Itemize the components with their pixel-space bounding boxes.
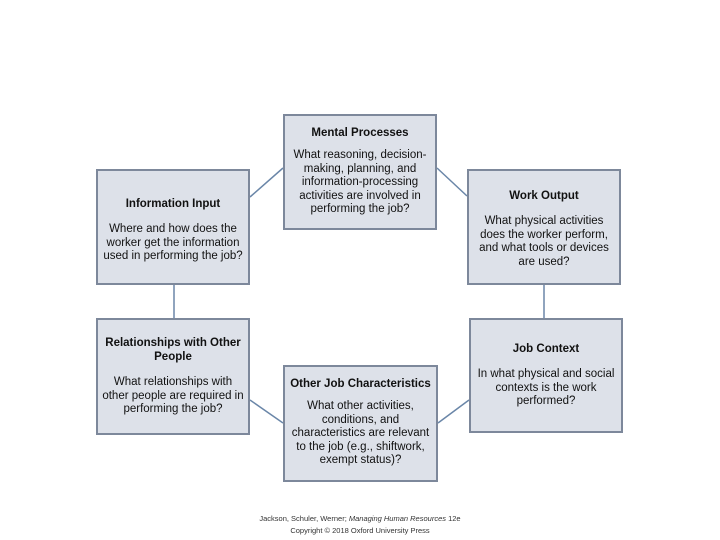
work-output-box: Work Output What physical activities doe… — [467, 169, 621, 285]
connector-info-mental — [249, 167, 284, 198]
mental-processes-text: What reasoning, decision-making, plannin… — [293, 149, 427, 215]
information-input-title: Information Input — [125, 198, 221, 210]
connector-relations-other — [249, 399, 284, 424]
citation-line: Jackson, Schuler, Werner; Managing Human… — [0, 514, 720, 524]
job-context-text: In what physical and social contexts is … — [477, 368, 615, 407]
information-input-text: Where and how does the worker get the in… — [103, 223, 243, 262]
relationships-text: What relationships with other people are… — [102, 376, 244, 415]
relationships-title: Relationships with Other People — [105, 337, 241, 363]
work-output-title: Work Output — [509, 190, 579, 202]
other-job-characteristics-box: Other Job Characteristics What other act… — [283, 365, 438, 482]
connector-other-context — [437, 399, 470, 424]
connector-mental-output — [436, 167, 468, 197]
citation-authors: Jackson, Schuler, Werner; — [259, 514, 349, 523]
copyright-line: Copyright © 2018 Oxford University Press — [290, 526, 430, 535]
relationships-box: Relationships with Other People What rel… — [96, 318, 250, 435]
other-job-characteristics-title: Other Job Characteristics — [290, 378, 431, 390]
mental-processes-box: Mental Processes What reasoning, decisio… — [283, 114, 437, 230]
information-input-box: Information Input Where and how does the… — [96, 169, 250, 285]
job-context-box: Job Context In what physical and social … — [469, 318, 623, 433]
work-output-text: What physical activities does the worker… — [479, 215, 609, 268]
job-context-title: Job Context — [512, 343, 580, 355]
other-job-characteristics-text: What other activities, conditions, and c… — [291, 400, 430, 466]
citation-book-title: Managing Human Resources — [348, 514, 446, 523]
mental-processes-title: Mental Processes — [311, 127, 409, 139]
citation-edition: 12e — [446, 514, 461, 523]
